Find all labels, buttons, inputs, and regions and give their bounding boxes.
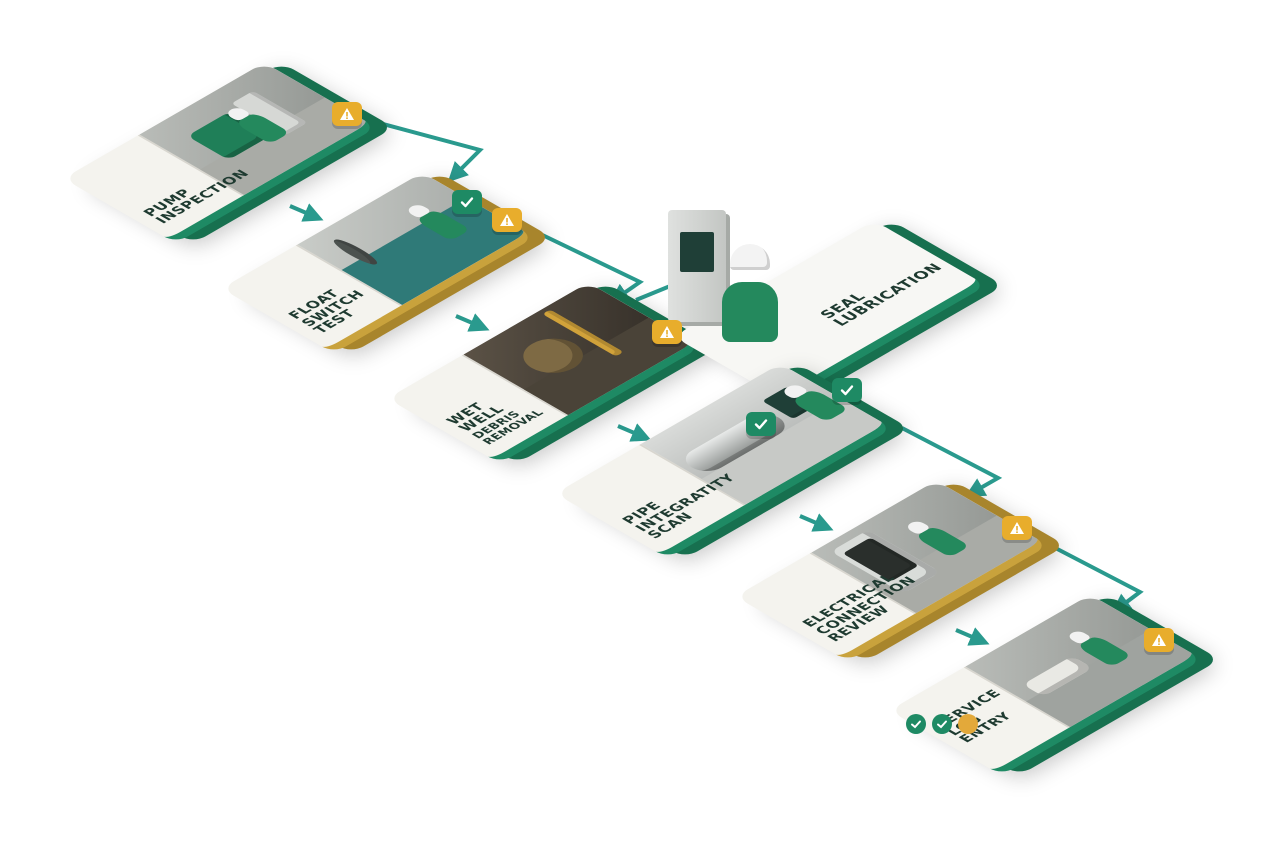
checkmark-icon[interactable] <box>452 190 482 214</box>
next-arrow-icon <box>455 313 490 332</box>
flow-connector-line <box>1039 538 1144 614</box>
checkmark-icon[interactable] <box>832 378 862 402</box>
flow-connector-line <box>531 228 644 304</box>
checkmark-icon <box>906 714 926 734</box>
checkmark-icon <box>932 714 952 734</box>
warning-triangle-icon[interactable] <box>652 320 682 344</box>
flow-connector-line <box>367 118 484 183</box>
warning-triangle-icon[interactable] <box>492 208 522 232</box>
next-arrow-icon <box>955 627 990 646</box>
hard-hat-icon <box>730 244 770 270</box>
warning-triangle-icon[interactable] <box>1144 628 1174 652</box>
next-arrow-icon <box>289 203 324 222</box>
step-title: SEAL LUBRICATION <box>815 260 947 329</box>
next-arrow-icon <box>617 423 652 442</box>
checkmark-icon[interactable] <box>746 412 776 436</box>
warning-triangle-icon[interactable] <box>332 102 362 126</box>
next-arrow-icon <box>799 513 834 532</box>
progress-indicators <box>906 714 978 734</box>
control-cabinet-icon <box>668 210 726 322</box>
pending-dot-icon <box>958 714 978 734</box>
flow-connector-line <box>901 426 1003 497</box>
warning-triangle-icon[interactable] <box>1002 516 1032 540</box>
step-title: ELECTRICAL CONNECTION REVIEW <box>799 572 921 645</box>
worker-icon <box>722 244 778 342</box>
